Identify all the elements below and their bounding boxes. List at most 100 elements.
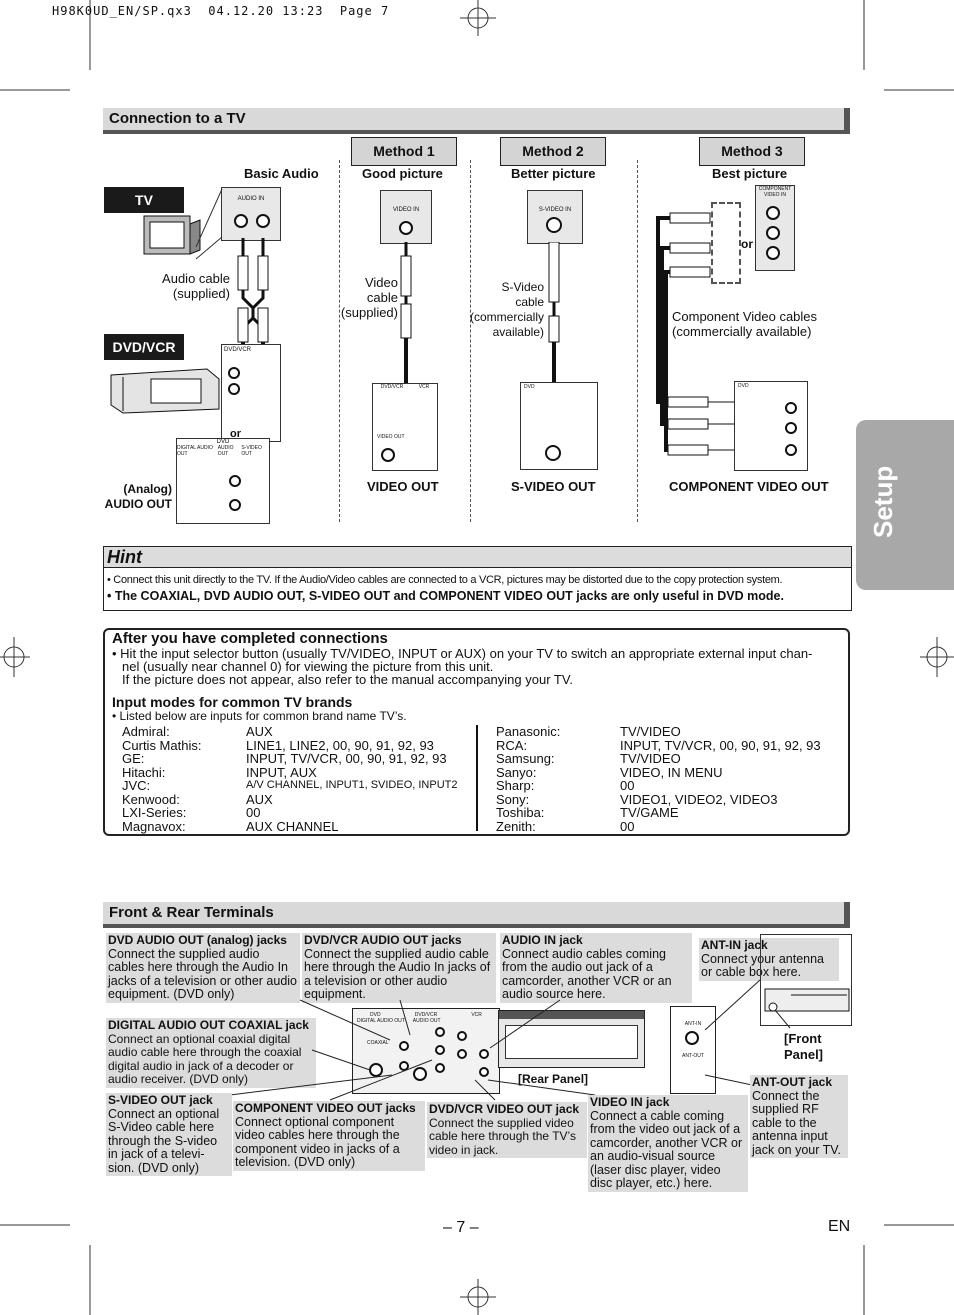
callout-text: Connect your antenna or cable box here. bbox=[701, 951, 825, 979]
after-connections-title: After you have completed connections bbox=[112, 630, 388, 647]
callout-text: Connect the supplied audio cables here t… bbox=[108, 946, 297, 1001]
callout-text: Connect the supplied RF cable to the ant… bbox=[752, 1088, 841, 1157]
rear-dvdvcr-label: DVD/VCR bbox=[414, 1012, 438, 1018]
brand-row: Sharp:00 bbox=[496, 778, 635, 793]
audio-in-r-jack bbox=[256, 214, 270, 228]
dvdvcr-mini-label: DVD/VCR bbox=[380, 384, 404, 390]
rear-video-in-jack bbox=[479, 1067, 489, 1077]
rear-vcr-label: VCR bbox=[471, 1012, 482, 1018]
after-bullet-1: • Hit the input selector button (usually… bbox=[112, 646, 813, 661]
dvd-component-out-panel: DVD bbox=[734, 381, 808, 471]
brand-row: Magnavox:AUX CHANNEL bbox=[122, 818, 339, 834]
dvd-mini-label: DVD bbox=[524, 384, 535, 390]
after-bullet-1b: nel (usually near channel 0) for viewing… bbox=[122, 659, 494, 674]
brand-row: Hitachi:INPUT, AUX bbox=[122, 764, 317, 780]
language-label: EN bbox=[828, 1218, 851, 1235]
rear-cr-jack bbox=[435, 1063, 445, 1073]
ant-in-mini-label: ANT-IN bbox=[684, 1021, 702, 1027]
brand-row: Samsung:TV/VIDEO bbox=[496, 751, 681, 766]
front-panel-drawing bbox=[764, 988, 850, 1012]
after-bullet-1c: If the picture does not appear, also ref… bbox=[122, 672, 573, 687]
callout-text: Connect an optional coaxial digital audi… bbox=[108, 1031, 302, 1086]
callout-heading: ANT-IN jack bbox=[701, 938, 768, 952]
brand-row: Sony:VIDEO1, VIDEO2, VIDEO3 bbox=[496, 791, 778, 807]
dvdvcr-rear-panel: DVD/VCR bbox=[221, 344, 281, 442]
rear-vcr-audio-r-jack bbox=[457, 1049, 467, 1059]
rear-audio-out-label: AUDIO OUT bbox=[412, 1018, 441, 1024]
rear-audio-in-jack bbox=[479, 1049, 489, 1059]
callout-text: Connect an optional S-Video cable here t… bbox=[108, 1106, 220, 1175]
brand-row: Sanyo:VIDEO, IN MENU bbox=[496, 764, 723, 780]
dvd-audio-l-jack bbox=[229, 475, 241, 487]
dvd-mini-label: DVD bbox=[216, 439, 230, 445]
after-connections-box bbox=[103, 628, 850, 836]
component-y-jack bbox=[766, 206, 780, 220]
callout-heading: VIDEO IN jack bbox=[590, 1095, 670, 1109]
component-out-cb-jack bbox=[785, 422, 797, 434]
good-picture-label: Good picture bbox=[362, 166, 443, 181]
video-cable-label: Video cable (supplied) bbox=[340, 275, 398, 320]
dvd-mini-label: DVD bbox=[738, 383, 749, 389]
hint-title: Hint bbox=[107, 547, 142, 567]
callout-heading: DVD/VCR VIDEO OUT jack bbox=[429, 1102, 580, 1116]
tv-illustration bbox=[143, 215, 201, 255]
audio-in-l-jack bbox=[234, 214, 248, 228]
dvdvcr-audio-r-jack bbox=[228, 383, 240, 395]
video-in-jack bbox=[399, 221, 413, 235]
tv-video-in-panel: VIDEO IN bbox=[380, 190, 432, 244]
dvd-audio-out-callout: DVD AUDIO OUT (analog) jacks Connect the… bbox=[106, 933, 300, 1003]
video-in-mini-label: VIDEO IN bbox=[392, 207, 420, 213]
or-label-2: or bbox=[741, 237, 753, 251]
rear-svideo-jack bbox=[413, 1067, 427, 1081]
video-in-callout: VIDEO IN jack Connect a cable coming fro… bbox=[588, 1095, 748, 1192]
svideo-out-jack bbox=[545, 445, 561, 461]
input-modes-note: • Listed below are inputs for common bra… bbox=[112, 709, 407, 723]
callout-text: Connect the supplied video cable here th… bbox=[429, 1115, 576, 1157]
tv-audio-in-panel: AUDIO IN bbox=[221, 187, 281, 241]
brand-row: LXI-Series:00 bbox=[122, 805, 261, 820]
ant-in-jack bbox=[685, 1031, 699, 1045]
dvdvcr-audio-l-jack bbox=[228, 367, 240, 379]
callout-heading: ANT-OUT jack bbox=[752, 1075, 833, 1089]
hint-line-1: • Connect this unit directly to the TV. … bbox=[107, 574, 783, 586]
callout-heading: COMPONENT VIDEO OUT jacks bbox=[235, 1101, 416, 1115]
divider bbox=[637, 160, 638, 522]
analog-audio-out-label: (Analog) AUDIO OUT bbox=[104, 482, 172, 511]
component-video-out-label: COMPONENT VIDEO OUT bbox=[669, 479, 829, 494]
tv-component-in-panel: COMPONENT VIDEO IN bbox=[755, 185, 795, 271]
brand-row: Zenith:00 bbox=[496, 818, 635, 834]
video-out-mini-label: VIDEO OUT bbox=[377, 434, 405, 440]
component-in-mini-label: COMPONENT VIDEO IN bbox=[758, 186, 792, 198]
svideo-in-jack bbox=[546, 217, 562, 233]
tv-callout-lines bbox=[195, 188, 223, 260]
dvd-analog-panel: DVD DIGITAL AUDIO OUT AUDIO OUT S-VIDEO … bbox=[176, 438, 270, 524]
rear-vcr-audio-l-jack bbox=[457, 1031, 467, 1041]
dvd-audio-r-jack bbox=[229, 499, 241, 511]
page-number: – 7 – bbox=[443, 1219, 479, 1236]
basic-audio-label: Basic Audio bbox=[244, 166, 319, 181]
callout-text: Connect the supplied audio cable here th… bbox=[304, 946, 491, 1001]
best-picture-label: Best picture bbox=[712, 166, 788, 181]
setup-side-tab: Setup bbox=[856, 420, 954, 590]
callout-heading: DIGITAL AUDIO OUT COAXIAL jack bbox=[108, 1018, 309, 1032]
hint-box: Hint • Connect this unit directly to the… bbox=[103, 546, 852, 611]
audio-out-mini-label: AUDIO OUT bbox=[217, 445, 234, 457]
dvdvcr-audio-out-callout: DVD/VCR AUDIO OUT jacks Connect the supp… bbox=[302, 933, 496, 1003]
file-header: H98K0UD_EN/SP.qx3 04.12.20 13:23 Page 7 bbox=[52, 4, 390, 18]
brand-row: Kenwood:AUX bbox=[122, 791, 273, 807]
vcr-mini-label: VCR bbox=[418, 384, 430, 390]
hint-line-2: • The COAXIAL, DVD AUDIO OUT, S-VIDEO OU… bbox=[107, 589, 784, 603]
audio-in-callout: AUDIO IN jack Connect audio cables comin… bbox=[500, 933, 692, 1003]
ant-out-mini-label: ANT-OUT bbox=[682, 1053, 704, 1059]
dvdvcr-video-out-callout: DVD/VCR VIDEO OUT jack Connect the suppl… bbox=[427, 1102, 587, 1158]
rear-coaxial-label: COAXIAL bbox=[367, 1040, 389, 1046]
better-picture-label: Better picture bbox=[511, 166, 596, 181]
audio-cable-label: Audio cable (supplied) bbox=[162, 271, 230, 301]
method-1-label: Method 1 bbox=[351, 137, 457, 166]
brand-row: Panasonic:TV/VIDEO bbox=[496, 724, 681, 739]
brands-right-list: Panasonic:TV/VIDEO RCA:INPUT, TV/VCR, 00… bbox=[496, 725, 821, 833]
component-out-y-jack bbox=[785, 402, 797, 414]
input-modes-title: Input modes for common TV brands bbox=[112, 694, 353, 710]
brand-row: Admiral:AUX bbox=[122, 724, 273, 739]
